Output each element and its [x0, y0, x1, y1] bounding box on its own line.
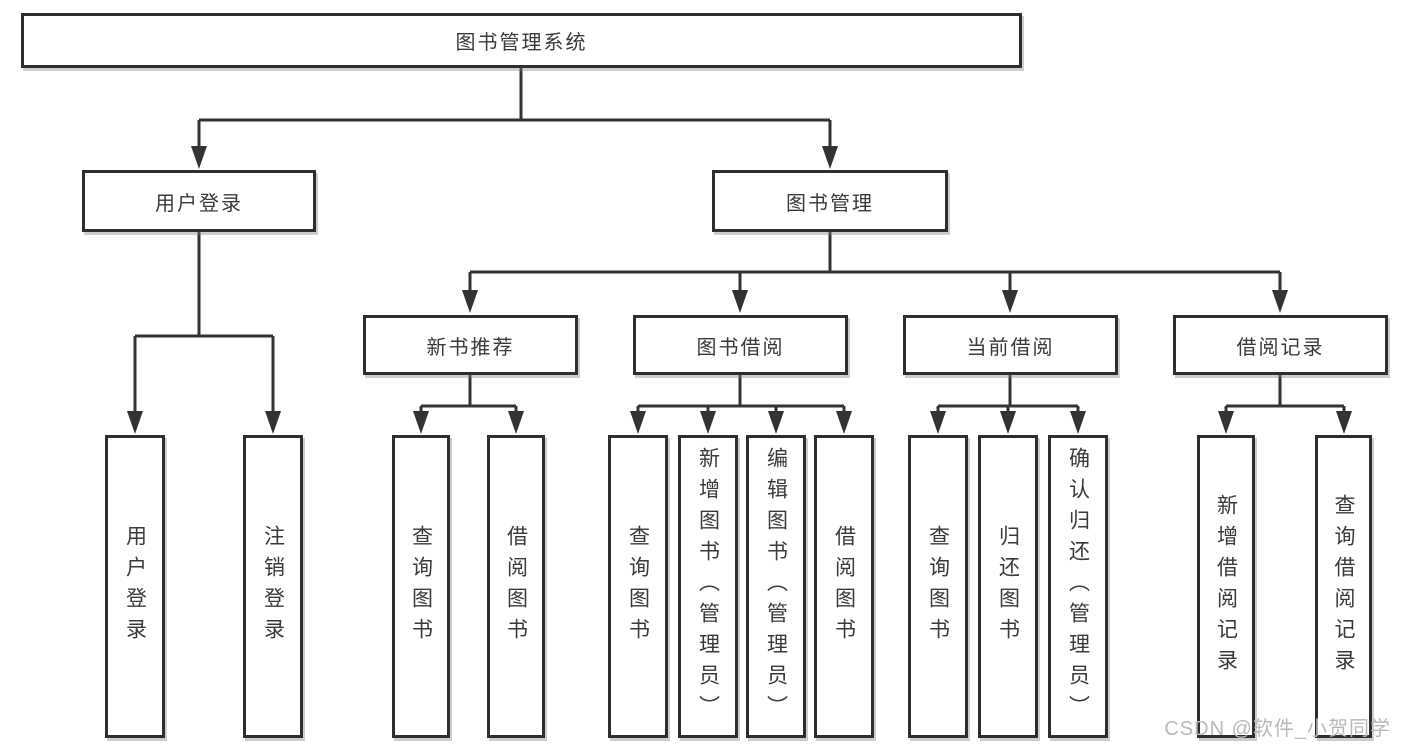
leaf-add-book-admin-label: 新增图书（管理员） — [696, 447, 720, 726]
node-borrowing-records: 借阅记录 — [1173, 315, 1388, 375]
node-user-login-branch: 用户登录 — [82, 170, 316, 232]
leaf-logout-label: 注销登录 — [261, 524, 285, 649]
csdn-watermark: CSDN @软件_小贺同学 — [1164, 718, 1391, 740]
leaf-query-books-recommend: 查询图书 — [392, 435, 450, 738]
node-new-book-recommendation: 新书推荐 — [363, 315, 578, 375]
leaf-return-books-label: 归还图书 — [996, 524, 1020, 649]
leaf-query-books-current-label: 查询图书 — [926, 524, 950, 649]
node-book-management-branch: 图书管理 — [712, 170, 948, 232]
leaf-borrow-books-borrowing: 借阅图书 — [814, 435, 874, 738]
leaf-add-borrow-record: 新增借阅记录 — [1197, 435, 1255, 738]
node-new-book-recommendation-label: 新书推荐 — [426, 336, 515, 359]
leaf-user-login-label: 用户登录 — [123, 524, 147, 649]
leaf-query-books-borrowing: 查询图书 — [608, 435, 668, 738]
leaf-query-books-borrowing-label: 查询图书 — [626, 524, 650, 649]
leaf-confirm-return-admin: 确认归还（管理员） — [1048, 435, 1108, 738]
leaf-query-borrow-record: 查询借阅记录 — [1315, 435, 1372, 738]
node-current-borrowing-label: 当前借阅 — [966, 336, 1055, 359]
node-borrowing-records-label: 借阅记录 — [1236, 336, 1325, 359]
leaf-edit-book-admin: 编辑图书（管理员） — [746, 435, 806, 738]
leaf-add-borrow-record-label: 新增借阅记录 — [1214, 493, 1238, 680]
node-root-label: 图书管理系统 — [455, 32, 588, 54]
leaf-edit-book-admin-label: 编辑图书（管理员） — [764, 447, 788, 726]
node-user-login-branch-label: 用户登录 — [155, 192, 243, 215]
leaf-add-book-admin: 新增图书（管理员） — [678, 435, 738, 738]
leaf-borrow-books-recommend-label: 借阅图书 — [504, 524, 528, 649]
leaf-query-books-current: 查询图书 — [908, 435, 968, 738]
node-current-borrowing: 当前借阅 — [903, 315, 1118, 375]
leaf-logout: 注销登录 — [243, 435, 303, 738]
leaf-borrow-books-borrowing-label: 借阅图书 — [832, 524, 856, 649]
leaf-query-books-recommend-label: 查询图书 — [409, 524, 433, 649]
leaf-confirm-return-admin-label: 确认归还（管理员） — [1066, 447, 1090, 726]
node-book-borrowing: 图书借阅 — [633, 315, 848, 375]
node-root: 图书管理系统 — [21, 13, 1022, 68]
leaf-user-login: 用户登录 — [105, 435, 165, 738]
node-book-management-branch-label: 图书管理 — [786, 192, 874, 215]
leaf-query-borrow-record-label: 查询借阅记录 — [1332, 493, 1356, 680]
leaf-borrow-books-recommend: 借阅图书 — [487, 435, 545, 738]
leaf-return-books: 归还图书 — [978, 435, 1038, 738]
node-book-borrowing-label: 图书借阅 — [696, 336, 785, 359]
